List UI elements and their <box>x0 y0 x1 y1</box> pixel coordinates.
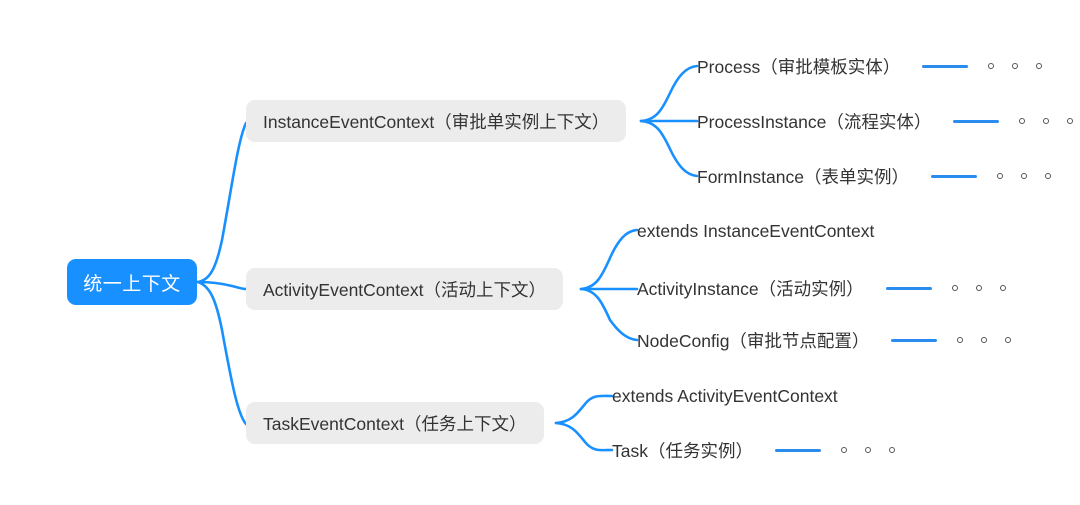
node-branch-activity-event-context[interactable]: ActivityEventContext（活动上下文） <box>246 268 563 310</box>
tail-line-icon <box>930 174 977 178</box>
edge-root-to-task <box>196 280 248 426</box>
node-branch-label: TaskEventContext（任务上下文） <box>263 413 527 434</box>
leaf-label: extends ActivityEventContext <box>612 385 838 406</box>
leaf-process[interactable]: Process（审批模板实体） <box>697 53 1043 79</box>
edge-instance-to-forminstance <box>639 119 699 178</box>
leaf-label: ActivityInstance（活动实例） <box>637 278 864 299</box>
ellipsis-dots-icon <box>988 63 1043 69</box>
leaf-tail <box>953 118 1074 124</box>
leaf-extends-instance-event-context[interactable]: extends InstanceEventContext <box>637 218 874 244</box>
leaf-tail <box>885 285 1006 291</box>
leaf-form-instance[interactable]: FormInstance（表单实例） <box>697 163 1051 189</box>
tail-line-icon <box>885 286 932 290</box>
leaf-tail <box>922 63 1043 69</box>
node-root-unified-context[interactable]: 统一上下文 <box>67 259 197 305</box>
tail-line-icon <box>953 119 1000 123</box>
edge-task-to-extends <box>554 394 614 425</box>
edge-root-to-activity <box>196 280 248 291</box>
tail-line-icon <box>891 338 938 342</box>
leaf-tail <box>930 173 1051 179</box>
leaf-label: FormInstance（表单实例） <box>697 166 909 187</box>
ellipsis-dots-icon <box>996 173 1051 179</box>
leaf-node-config[interactable]: NodeConfig（审批节点配置） <box>637 327 1012 353</box>
node-branch-label: InstanceEventContext（审批单实例上下文） <box>263 111 610 132</box>
ellipsis-dots-icon <box>1019 118 1074 124</box>
leaf-label: Task（任务实例） <box>612 440 753 461</box>
node-root-label: 统一上下文 <box>83 273 181 295</box>
leaf-label: NodeConfig（审批节点配置） <box>637 330 870 351</box>
node-branch-task-event-context[interactable]: TaskEventContext（任务上下文） <box>246 402 544 444</box>
leaf-label: Process（审批模板实体） <box>697 56 901 77</box>
leaf-activity-instance[interactable]: ActivityInstance（活动实例） <box>637 275 1006 301</box>
ellipsis-dots-icon <box>840 447 895 453</box>
leaf-extends-activity-event-context[interactable]: extends ActivityEventContext <box>612 383 838 409</box>
leaf-label: ProcessInstance（流程实体） <box>697 111 932 132</box>
edge-root-to-instance <box>196 121 248 284</box>
edge-task-to-task <box>554 421 614 452</box>
ellipsis-dots-icon <box>951 285 1006 291</box>
edge-instance-to-process <box>639 64 699 123</box>
ellipsis-dots-icon <box>957 337 1012 343</box>
tail-line-icon <box>922 64 969 68</box>
leaf-process-instance[interactable]: ProcessInstance（流程实体） <box>697 108 1074 134</box>
edge-activity-to-nodeconfig <box>579 287 639 342</box>
node-branch-instance-event-context[interactable]: InstanceEventContext（审批单实例上下文） <box>246 100 627 142</box>
edge-activity-to-extends <box>579 228 639 291</box>
leaf-tail <box>891 337 1012 343</box>
leaf-tail <box>774 447 895 453</box>
tail-line-icon <box>774 448 821 452</box>
leaf-label: extends InstanceEventContext <box>637 220 875 241</box>
node-branch-label: ActivityEventContext（活动上下文） <box>263 279 546 300</box>
leaf-task[interactable]: Task（任务实例） <box>612 437 895 463</box>
